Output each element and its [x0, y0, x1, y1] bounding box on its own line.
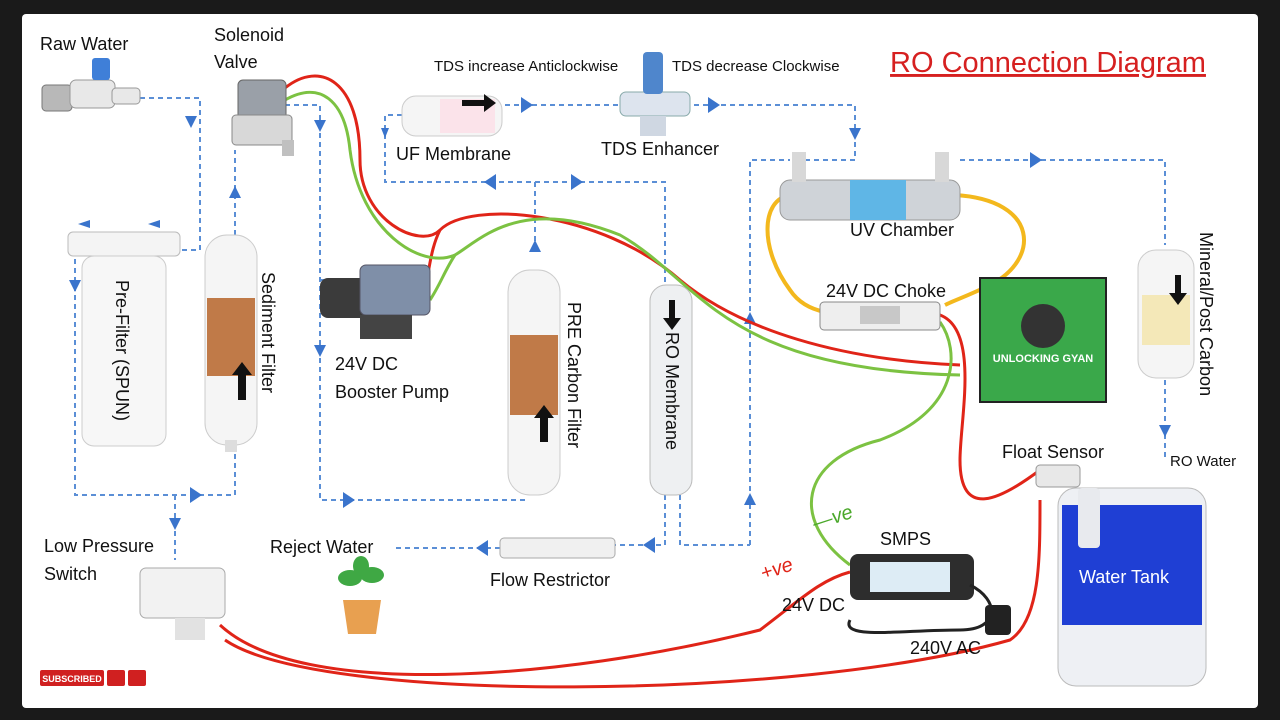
reject-water-plant-icon [338, 556, 384, 634]
label-uv-chamber: UV Chamber [850, 220, 954, 240]
label-tds-enhancer: TDS Enhancer [601, 139, 719, 159]
subscribed-badge[interactable]: SUBSCRIBED [40, 670, 146, 686]
ro-membrane-icon [649, 284, 693, 496]
label-low-pressure-2: Switch [44, 564, 97, 584]
diagram-title: RO Connection Diagram [890, 47, 1206, 79]
label-reject-water: Reject Water [270, 537, 373, 557]
label-flow-restrictor: Flow Restrictor [490, 570, 610, 590]
label-240v-ac: 240V AC [910, 638, 981, 658]
label-pre-carbon: PRE Carbon Filter [564, 302, 584, 448]
label-pre-filter: Pre-Filter (SPUN) [112, 280, 132, 421]
label-pump-1: 24V DC [335, 354, 398, 374]
subscribed-label: SUBSCRIBED [42, 674, 102, 684]
channel-logo: UNLOCKING GYAN [979, 277, 1107, 403]
label-smps: SMPS [880, 529, 931, 549]
flow-arrows [69, 97, 1171, 556]
electrical-wires [218, 74, 1042, 689]
label-sediment: Sediment Filter [258, 272, 278, 393]
uf-membrane-icon [401, 94, 503, 137]
booster-pump-icon [320, 264, 431, 339]
low-pressure-switch-icon [139, 567, 226, 640]
label-tds-decrease: TDS decrease Clockwise [672, 58, 840, 75]
solenoid-valve-icon [231, 79, 294, 156]
label-positive: +ve [758, 554, 796, 585]
raw-water-valve-icon [41, 58, 141, 112]
sediment-filter-icon [204, 234, 258, 452]
label-negative: —ve [809, 501, 856, 535]
float-sensor-icon [1035, 464, 1081, 488]
label-mineral: Mineral/Post Carbon [1196, 232, 1216, 396]
flow-restrictor-icon [499, 537, 616, 559]
label-tds-increase: TDS increase Anticlockwise [434, 58, 618, 75]
label-choke: 24V DC Choke [826, 281, 946, 301]
label-uf-membrane: UF Membrane [396, 144, 511, 164]
label-solenoid-2: Valve [214, 52, 258, 72]
pre-carbon-filter-icon [507, 269, 561, 496]
smps-adapter-icon [847, 554, 1011, 635]
label-raw-water: Raw Water [40, 34, 128, 54]
like-icon [107, 670, 125, 686]
label-water-tank: Water Tank [1079, 567, 1170, 587]
pre-filter-housing-icon [67, 231, 181, 447]
label-ro-water: RO Water [1170, 453, 1236, 470]
label-solenoid-1: Solenoid [214, 25, 284, 45]
tds-enhancer-icon [619, 52, 691, 136]
bell-icon [128, 670, 146, 686]
label-float-sensor: Float Sensor [1002, 442, 1104, 462]
water-flow-lines [74, 97, 1166, 560]
label-ro-membrane: RO Membrane [662, 332, 682, 450]
uv-chamber-icon [779, 152, 961, 221]
dc-choke-icon [819, 301, 941, 331]
label-low-pressure-1: Low Pressure [44, 536, 154, 556]
mineral-filter-icon [1137, 249, 1195, 379]
label-pump-2: Booster Pump [335, 382, 449, 402]
logo-text: UNLOCKING GYAN [993, 353, 1093, 365]
water-tank-icon [1057, 487, 1207, 687]
label-24v-dc: 24V DC [782, 595, 845, 615]
